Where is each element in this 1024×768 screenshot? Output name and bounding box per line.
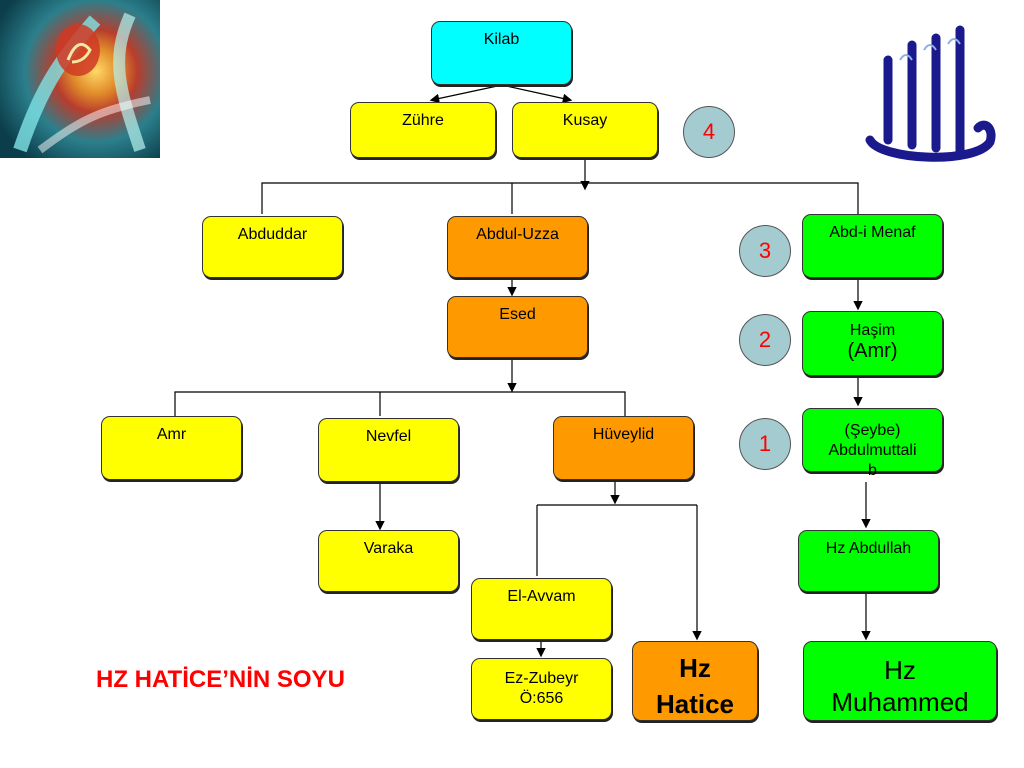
- hz-hatice-line2: Hatice: [655, 689, 735, 719]
- node-abdul-uzza: Abdul-Uzza: [447, 216, 588, 278]
- hz-muhammed-line2: Muhammed: [831, 687, 969, 717]
- node-hasim: Haşim (Amr): [802, 311, 943, 376]
- node-esed: Esed: [447, 296, 588, 358]
- node-zuhre: Zühre: [350, 102, 496, 158]
- seybe-overflow: b: [868, 462, 877, 479]
- node-hz-hatice: Hz Hatice: [632, 641, 758, 721]
- node-seybe: (Şeybe) Abdulmuttali b: [802, 408, 943, 479]
- hz-hatice-line1: Hz: [679, 653, 711, 683]
- hz-muhammed-line1: Hz: [884, 655, 916, 685]
- node-huveylid: Hüveylid: [553, 416, 694, 480]
- node-abduddar: Abduddar: [202, 216, 343, 278]
- node-nevfel: Nevfel: [318, 418, 459, 482]
- node-varaka: Varaka: [318, 530, 459, 592]
- calligraphy-painting-image: [0, 0, 160, 158]
- ez-zubeyr-line2: Ö:656: [519, 690, 564, 707]
- generation-marker-1: 1: [739, 418, 791, 470]
- node-amr: Amr: [101, 416, 242, 480]
- generation-marker-4: 4: [683, 106, 735, 158]
- generation-marker-2: 2: [739, 314, 791, 366]
- hasim-line2: (Amr): [847, 340, 898, 362]
- ez-zubeyr-line1: Ez-Zubeyr: [504, 670, 579, 687]
- diagram-title: HZ HATİCE’NİN SOYU: [96, 666, 345, 693]
- seybe-line2: Abdulmuttali: [828, 442, 917, 459]
- generation-marker-3: 3: [739, 225, 791, 277]
- hasim-line1: Haşim: [849, 322, 896, 339]
- node-ez-zubeyr: Ez-Zubeyr Ö:656: [471, 658, 612, 720]
- node-el-avvam: El-Avvam: [471, 578, 612, 640]
- node-hz-muhammed: Hz Muhammed: [803, 641, 997, 721]
- node-kusay: Kusay: [512, 102, 658, 158]
- allah-calligraphy-image: [860, 20, 1000, 165]
- node-abd-i-menaf: Abd-i Menaf: [802, 214, 943, 278]
- node-hz-abdullah: Hz Abdullah: [798, 530, 939, 592]
- seybe-line1: (Şeybe): [844, 422, 901, 439]
- node-kilab: Kilab: [431, 21, 572, 85]
